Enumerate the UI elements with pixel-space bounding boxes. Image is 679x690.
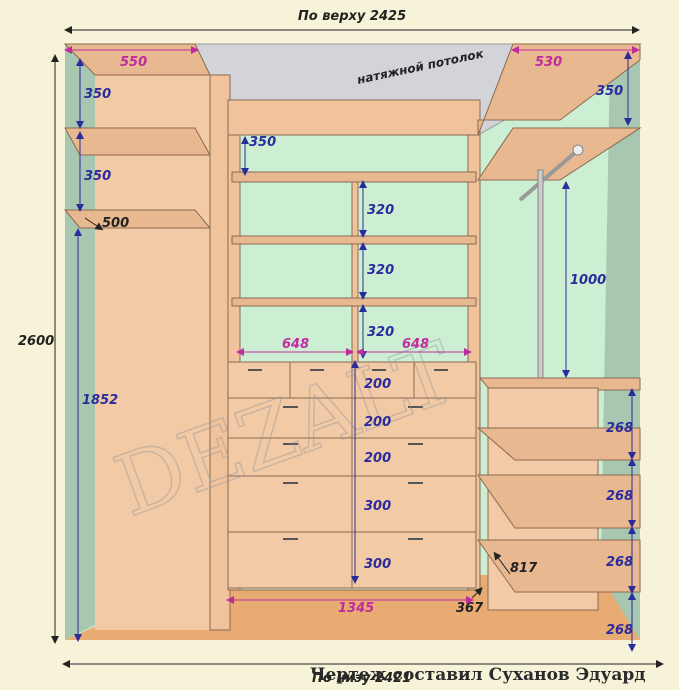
shelf-height-label: 320 [367, 325, 394, 340]
hanging-rod [518, 148, 580, 202]
shelf-height-label: 320 [367, 203, 394, 218]
center-top-label: 350 [249, 135, 276, 150]
rod-height-label: 1000 [570, 273, 606, 288]
right-section [476, 43, 642, 611]
right-width-label: 530 [535, 55, 562, 70]
author-credit: Чертеж составил Суханов Эдуард [310, 665, 646, 685]
right-h1-label: 350 [596, 84, 623, 99]
right-shelf-height-label: 268 [606, 623, 633, 638]
shelf-height-label: 320 [367, 263, 394, 278]
drawer-height-label: 300 [364, 499, 391, 514]
top-width-label: По верху 2425 [298, 9, 406, 24]
left-section [63, 43, 231, 631]
drawer-height-label: 200 [364, 451, 391, 466]
right-shelf-height-label: 268 [606, 555, 633, 570]
center-depth-label: 367 [456, 601, 484, 616]
center-width-total-label: 1345 [338, 601, 374, 616]
drawer-height-label: 300 [364, 557, 391, 572]
left-h1-label: 350 [84, 87, 111, 102]
bottom-width-label: По низу 2421 [312, 671, 411, 686]
drawers [227, 361, 477, 589]
drawer-height-label: 200 [364, 415, 391, 430]
left-h3-label: 1852 [82, 393, 118, 408]
center-width-left-label: 648 [282, 337, 309, 352]
center-width-right-label: 648 [402, 337, 429, 352]
right-depth-label: 817 [510, 561, 538, 576]
drawer-height-label: 200 [364, 377, 391, 392]
left-depth-label: 500 [102, 216, 129, 231]
left-h2-label: 350 [84, 169, 111, 184]
right-shelf-height-label: 268 [606, 421, 633, 436]
right-shelf-height-label: 268 [606, 489, 633, 504]
left-width-label: 550 [120, 55, 147, 70]
rod-post [537, 169, 544, 381]
total-height-label: 2600 [18, 334, 54, 349]
